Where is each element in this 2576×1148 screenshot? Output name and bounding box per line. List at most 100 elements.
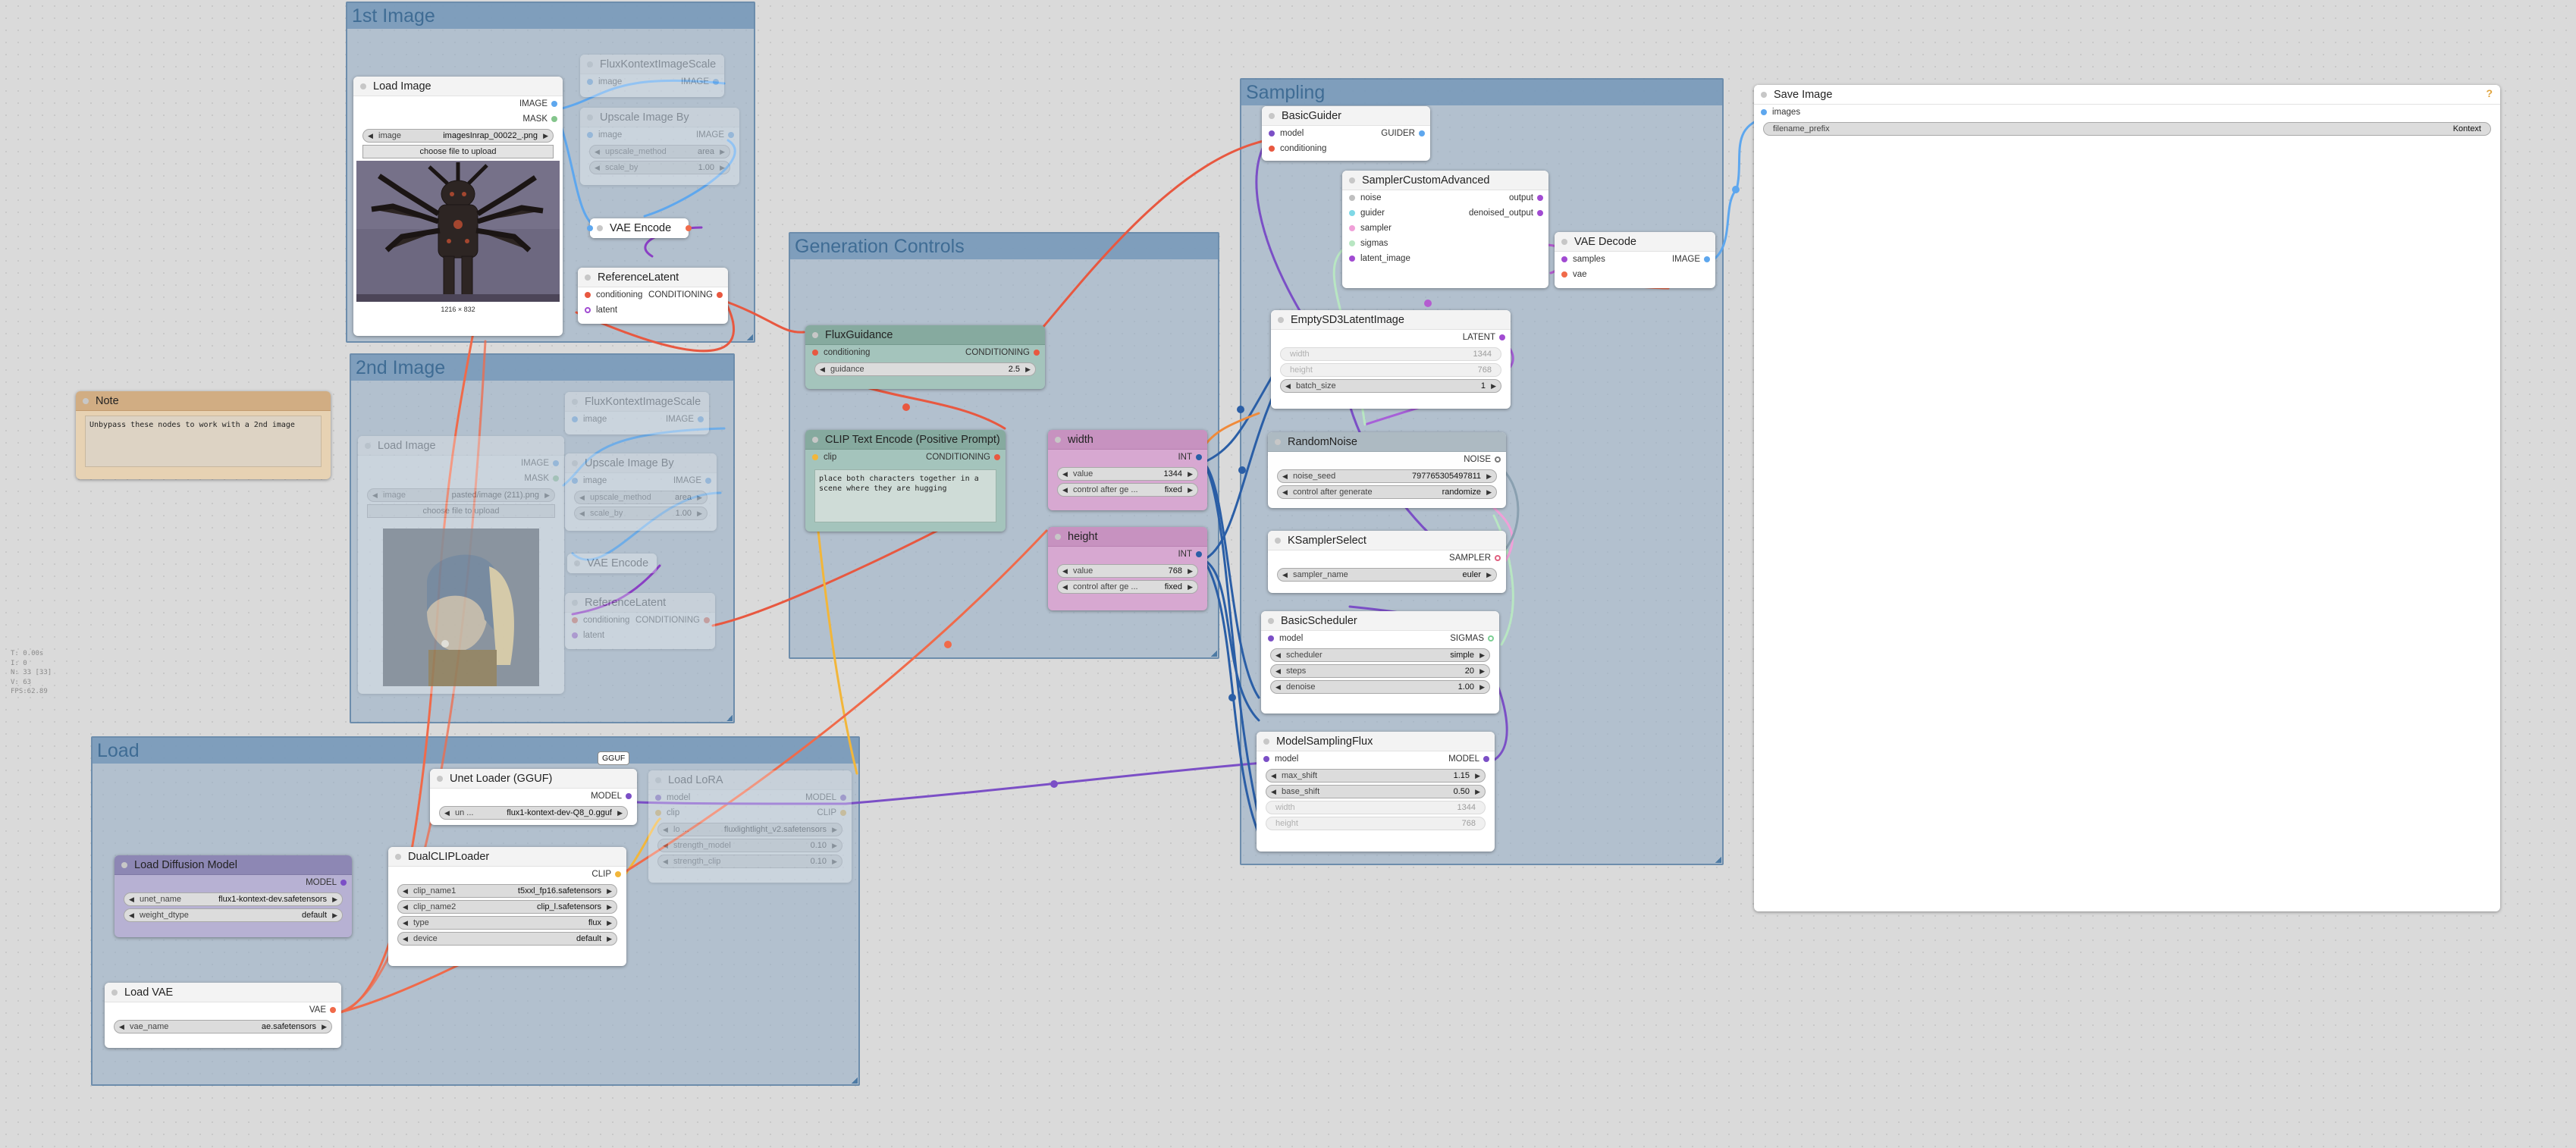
arrow-right-icon[interactable]: ▶ xyxy=(1188,583,1193,591)
node-title[interactable]: Note xyxy=(76,391,331,411)
output-dot[interactable] xyxy=(551,116,557,122)
output-dot[interactable] xyxy=(705,478,711,484)
input-dot[interactable] xyxy=(1349,240,1355,246)
arrow-right-icon[interactable]: ▶ xyxy=(607,919,612,927)
output-dot[interactable] xyxy=(1196,454,1202,460)
arrow-right-icon[interactable]: ▶ xyxy=(832,842,837,849)
arrow-right-icon[interactable]: ▶ xyxy=(1486,571,1492,579)
output-dot[interactable] xyxy=(1499,334,1505,340)
output-dot[interactable] xyxy=(704,617,710,623)
node-note[interactable]: Note Unbypass these nodes to work with a… xyxy=(76,391,331,479)
node-title[interactable]: EmptySD3LatentImage xyxy=(1271,310,1511,330)
output-dot[interactable] xyxy=(698,416,704,422)
input-dot[interactable] xyxy=(572,632,578,638)
arrow-right-icon[interactable]: ▶ xyxy=(1188,470,1193,478)
output-dot[interactable] xyxy=(1495,555,1501,561)
node-title[interactable]: KSamplerSelect xyxy=(1268,531,1506,550)
arrow-left-icon[interactable]: ◀ xyxy=(119,1023,124,1030)
group-title[interactable]: 1st Image xyxy=(347,3,754,29)
io-conditioning[interactable]: conditioning xyxy=(1262,141,1430,156)
output-noise[interactable]: NOISE xyxy=(1268,452,1506,467)
group-title[interactable]: Load xyxy=(93,738,858,764)
output-sampler[interactable]: SAMPLER xyxy=(1268,550,1506,566)
node-title[interactable]: BasicScheduler xyxy=(1261,611,1499,631)
arrow-left-icon[interactable]: ◀ xyxy=(403,935,408,943)
node-title[interactable]: height xyxy=(1048,527,1207,547)
input-dot[interactable] xyxy=(587,225,593,231)
input-dot[interactable] xyxy=(686,225,692,231)
input-dot[interactable] xyxy=(572,478,578,484)
output-dot[interactable] xyxy=(553,460,559,466)
input-dot[interactable] xyxy=(572,617,578,623)
input-dot[interactable] xyxy=(587,79,593,85)
control-after-generate-combo[interactable]: ◀control after ge ...fixed▶ xyxy=(1057,580,1198,594)
io-images[interactable]: images xyxy=(1754,105,2500,120)
output-dot[interactable] xyxy=(1537,195,1543,201)
input-dot[interactable] xyxy=(1269,146,1275,152)
prompt-textarea[interactable]: place both characters together in a scen… xyxy=(814,469,996,522)
input-dot[interactable] xyxy=(585,307,591,313)
node-title[interactable]: Load Image xyxy=(358,436,564,456)
node-title[interactable]: VAE Encode xyxy=(590,218,689,238)
output-dot[interactable] xyxy=(994,454,1000,460)
arrow-left-icon[interactable]: ◀ xyxy=(1275,683,1281,691)
input-dot[interactable] xyxy=(572,416,578,422)
arrow-right-icon[interactable]: ▶ xyxy=(720,148,725,155)
node-unet-loader-gguf[interactable]: Unet Loader (GGUF) MODEL ◀un ...flux1-ko… xyxy=(430,769,637,825)
arrow-left-icon[interactable]: ◀ xyxy=(1271,772,1276,779)
io-sigmas[interactable]: sigmas xyxy=(1342,236,1548,251)
input-dot[interactable] xyxy=(1349,225,1355,231)
node-title[interactable]: FluxKontextImageScale xyxy=(565,392,709,412)
input-dot[interactable] xyxy=(812,350,818,356)
arrow-right-icon[interactable]: ▶ xyxy=(1486,472,1492,480)
arrow-left-icon[interactable]: ◀ xyxy=(1062,486,1068,494)
arrow-left-icon[interactable]: ◀ xyxy=(403,903,408,911)
group-title[interactable]: Generation Controls xyxy=(790,234,1218,259)
input-dot[interactable] xyxy=(812,454,818,460)
resize-handle[interactable] xyxy=(852,1077,858,1084)
output-dot[interactable] xyxy=(551,101,557,107)
arrow-left-icon[interactable]: ◀ xyxy=(129,911,134,919)
arrow-right-icon[interactable]: ▶ xyxy=(607,887,612,895)
arrow-left-icon[interactable]: ◀ xyxy=(1282,472,1288,480)
node-title[interactable]: FluxKontextImageScale xyxy=(580,55,724,74)
arrow-left-icon[interactable]: ◀ xyxy=(1275,651,1281,659)
output-dot[interactable] xyxy=(1034,350,1040,356)
io-latent[interactable]: latent xyxy=(578,303,728,318)
arrow-right-icon[interactable]: ▶ xyxy=(832,858,837,865)
arrow-right-icon[interactable]: ▶ xyxy=(617,809,623,817)
arrow-left-icon[interactable]: ◀ xyxy=(1062,470,1068,478)
resize-handle[interactable] xyxy=(726,715,733,721)
node-title[interactable]: Load Image xyxy=(353,77,563,96)
arrow-left-icon[interactable]: ◀ xyxy=(1271,788,1276,795)
arrow-right-icon[interactable]: ▶ xyxy=(1486,488,1492,496)
io-latent[interactable]: latent xyxy=(565,628,715,643)
